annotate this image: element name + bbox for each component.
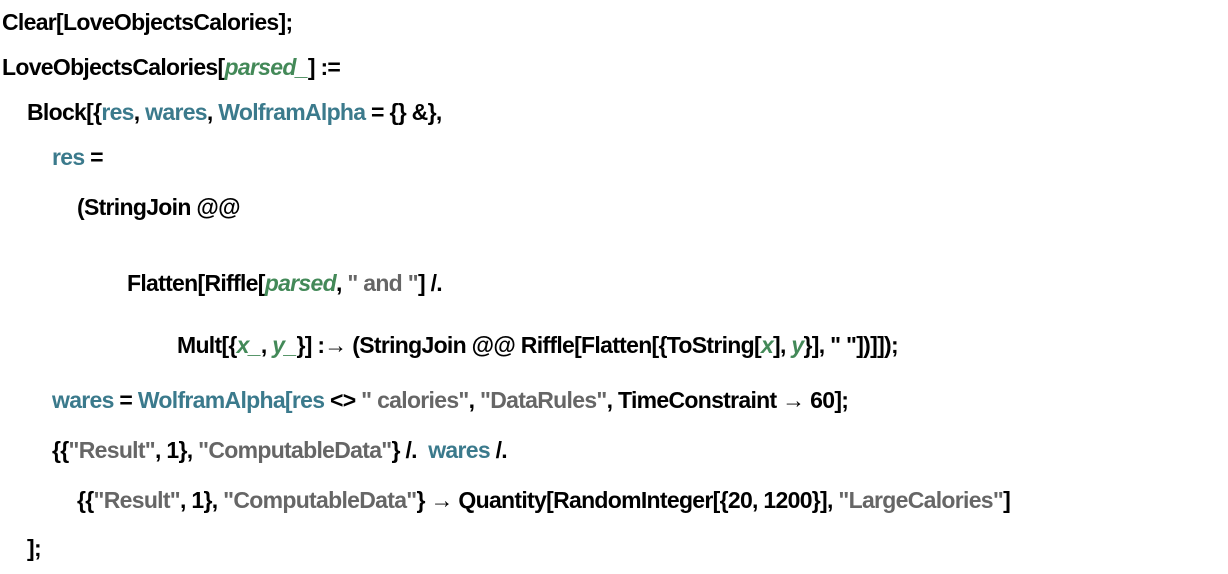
code-token: ] := [307,54,341,80]
code-token: (StringJoin @@ [77,194,241,220]
code-token: ]; [27,535,42,561]
code-line: LoveObjectsCalories[parsed_] := [2,52,341,82]
code-token: }] :→ (StringJoin @@ Riffle[Flatten[{ToS… [296,332,761,358]
code-line: {{"Result", 1}, "ComputableData"} /. war… [52,435,508,465]
code-line: {{"Result", 1}, "ComputableData"} → Quan… [77,485,1011,515]
pattern-token: parsed [264,270,337,296]
code-token: = {} &}, [365,99,442,125]
code-token: = [113,387,138,413]
code-token: , 1}, [180,487,224,513]
code-token: , [133,99,146,125]
local-variable-token: WolframAlpha [218,99,366,125]
code-token: Mult[{ [177,332,237,358]
local-variable-token: wares [52,387,114,413]
code-token: {{ [77,487,94,513]
code-token: , [260,332,273,358]
local-variable-token: wares [145,99,207,125]
string-token: "Result" [93,487,181,513]
code-token: /. [489,437,508,463]
local-variable-token: res [291,387,325,413]
local-variable-token: res [52,144,85,170]
code-token: " " [830,332,857,358]
string-token: "DataRules" [480,387,607,413]
local-variable-token: wares [428,437,490,463]
string-token: "LargeCalories" [838,487,1004,513]
code-line: Flatten[Riffle[parsed, " and "] /. [127,268,443,298]
pattern-token: x_ [236,332,262,358]
code-token: , [335,270,348,296]
pattern-token: parsed_ [224,54,308,80]
code-token: <> [324,387,362,413]
code-token: } → Quantity[RandomInteger[{20, 1200}], [416,487,839,513]
code-token: Clear[LoveObjectsCalories]; [2,9,293,35]
pattern-token: y [791,332,804,358]
code-line: res = [52,142,104,172]
code-token: , 1}, [155,437,199,463]
string-token: " and " [347,270,418,296]
pattern-token: x [760,332,774,358]
code-token: {{ [52,437,69,463]
code-line: ]; [27,533,42,563]
pattern-token: y_ [272,332,297,358]
code-token: LoveObjectsCalories[ [2,54,225,80]
code-token: Block[{ [27,99,102,125]
code-token: ], [773,332,792,358]
code-token: ] [1003,487,1011,513]
local-variable-token: res [101,99,134,125]
code-token: , [206,99,219,125]
code-token: , [468,387,481,413]
code-token: ] /. [417,270,443,296]
code-line: Mult[{x_, y_}] :→ (StringJoin @@ Riffle[… [177,330,899,360]
code-token: } /. [391,437,429,463]
code-token: Flatten[Riffle[ [127,270,265,296]
local-variable-token: WolframAlpha[ [137,387,293,413]
code-line: Block[{res, wares, WolframAlpha = {} &}, [27,97,442,127]
code-line: wares = WolframAlpha[res <> " calories",… [52,385,849,415]
code-token: = [84,144,103,170]
string-token: "ComputableData" [198,437,392,463]
string-token: "ComputableData" [223,487,417,513]
string-token: "Result" [68,437,156,463]
code-line: (StringJoin @@ [77,192,241,222]
code-token: }], [803,332,831,358]
code-line: Clear[LoveObjectsCalories]; [2,7,293,37]
string-token: " calories" [361,387,469,413]
code-token: , TimeConstraint → 60]; [606,387,849,413]
code-token: ])]]); [856,332,898,358]
